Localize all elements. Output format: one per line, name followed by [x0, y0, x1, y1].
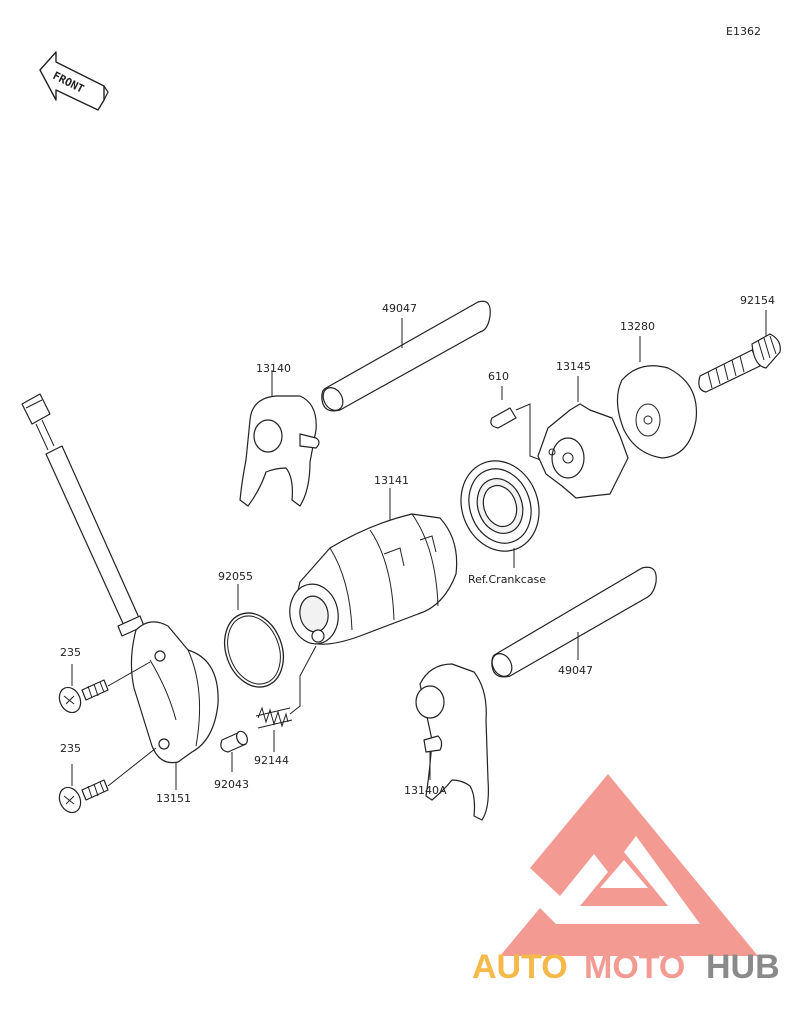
label-ref-crankcase: Ref.Crankcase — [468, 573, 546, 586]
plate-13280 — [616, 365, 698, 459]
watermark-hub: HUB — [706, 948, 780, 986]
label-92043: 92043 — [214, 778, 249, 791]
o-ring-92055 — [224, 612, 284, 688]
label-92154: 92154 — [740, 294, 775, 307]
pin-92043 — [220, 730, 249, 753]
label-13140a: 13140A — [404, 784, 447, 797]
bolt-235-top — [58, 679, 109, 714]
watermark-auto: AUTO — [472, 948, 568, 986]
label-13140: 13140 — [256, 362, 291, 375]
label-49047-bottom: 49047 — [558, 664, 593, 677]
automotohub-logo: AUTO MOTO HUB — [472, 774, 780, 986]
label-49047-top: 49047 — [382, 302, 417, 315]
spring-92144 — [255, 706, 293, 729]
bearing — [460, 460, 540, 552]
leader-235-bottom-link — [107, 747, 157, 787]
sensor-13151 — [21, 393, 219, 764]
leader-235-top-link — [107, 661, 151, 687]
bolt-235-bottom — [58, 779, 109, 814]
label-92055: 92055 — [218, 570, 253, 583]
shaft-49047-top — [321, 300, 491, 412]
cam-13145 — [537, 403, 629, 499]
shaft-49047-bottom — [491, 566, 657, 678]
leader-92144-link — [289, 645, 317, 715]
label-13145: 13145 — [556, 360, 591, 373]
label-13151: 13151 — [156, 792, 191, 805]
shift-drum-13141 — [289, 513, 458, 645]
shift-fork-13140 — [239, 395, 320, 507]
label-235-bottom: 235 — [60, 742, 81, 755]
label-13280: 13280 — [620, 320, 655, 333]
label-235-top: 235 — [60, 646, 81, 659]
label-13141: 13141 — [374, 474, 409, 487]
label-92144: 92144 — [254, 754, 289, 767]
shift-fork-13140a — [415, 663, 489, 821]
bolt-92154 — [698, 333, 781, 393]
leader-610-link — [515, 403, 547, 463]
front-arrow-icon: FRONT — [39, 51, 109, 111]
diagram-code: E1362 — [726, 25, 761, 38]
watermark-moto: MOTO — [584, 948, 685, 986]
label-610: 610 — [488, 370, 509, 383]
pin-610 — [490, 407, 517, 429]
